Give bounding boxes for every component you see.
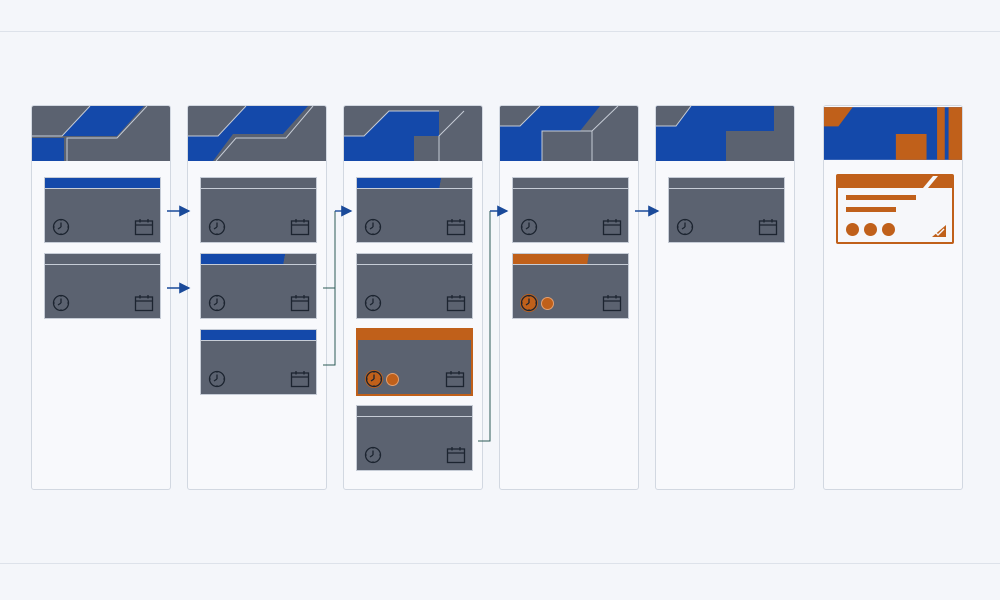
column-5-header	[656, 106, 794, 161]
top-divider	[0, 31, 1000, 32]
calendar-icon	[446, 446, 466, 464]
card[interactable]	[512, 253, 629, 319]
card[interactable]	[356, 405, 473, 471]
card[interactable]	[356, 177, 473, 243]
calendar-icon	[602, 294, 622, 312]
clock-icon	[208, 218, 226, 236]
card[interactable]	[668, 177, 785, 243]
clock-icon	[208, 294, 226, 312]
clock-icon	[52, 294, 70, 312]
completed-card-stripe	[838, 176, 952, 188]
bottom-divider	[0, 563, 1000, 564]
dot	[882, 223, 895, 236]
card[interactable]	[44, 253, 161, 319]
calendar-icon	[602, 218, 622, 236]
column-1-header	[32, 106, 170, 161]
clock-icon	[52, 218, 70, 236]
card-status-bar	[513, 254, 628, 265]
clock-icon	[676, 218, 694, 236]
card-status-bar	[357, 406, 472, 417]
column-2	[187, 105, 327, 490]
checkmark-icon	[932, 225, 946, 237]
card[interactable]	[200, 329, 317, 395]
calendar-icon	[445, 370, 465, 388]
column-6-header	[824, 107, 962, 160]
card-status-bar	[45, 178, 160, 189]
calendar-icon	[758, 218, 778, 236]
status-dot	[541, 297, 554, 310]
calendar-icon	[134, 218, 154, 236]
calendar-icon	[134, 294, 154, 312]
card-status-bar	[358, 330, 471, 340]
card-status-bar	[201, 254, 316, 265]
card-status-bar	[201, 330, 316, 341]
calendar-icon	[290, 294, 310, 312]
dot	[864, 223, 877, 236]
card[interactable]	[200, 253, 317, 319]
card-status-bar	[669, 178, 784, 189]
text-line	[846, 195, 916, 200]
card-status-bar	[45, 254, 160, 265]
column-1	[31, 105, 171, 490]
card-status-bar	[513, 178, 628, 189]
clock-icon	[364, 218, 382, 236]
text-line	[846, 207, 896, 212]
calendar-icon	[446, 294, 466, 312]
card-status-bar	[357, 254, 472, 265]
status-dot	[386, 373, 399, 386]
card-status-bar	[201, 178, 316, 189]
card-status-bar	[357, 178, 472, 189]
card[interactable]	[356, 253, 473, 319]
card[interactable]	[44, 177, 161, 243]
clock-icon	[364, 294, 382, 312]
dot	[846, 223, 859, 236]
clock-icon	[520, 294, 538, 312]
card[interactable]	[200, 177, 317, 243]
column-4-header	[500, 106, 638, 161]
clock-icon	[208, 370, 226, 388]
clock-icon	[364, 446, 382, 464]
column-5	[655, 105, 795, 490]
clock-icon	[365, 370, 383, 388]
clock-icon	[520, 218, 538, 236]
calendar-icon	[290, 218, 310, 236]
completed-card[interactable]	[836, 174, 954, 244]
card[interactable]	[512, 177, 629, 243]
calendar-icon	[446, 218, 466, 236]
column-4	[499, 105, 639, 490]
calendar-icon	[290, 370, 310, 388]
column-3	[343, 105, 483, 490]
column-2-header	[188, 106, 326, 161]
column-6	[823, 105, 963, 490]
column-3-header	[344, 106, 482, 161]
card-active[interactable]	[356, 328, 473, 396]
